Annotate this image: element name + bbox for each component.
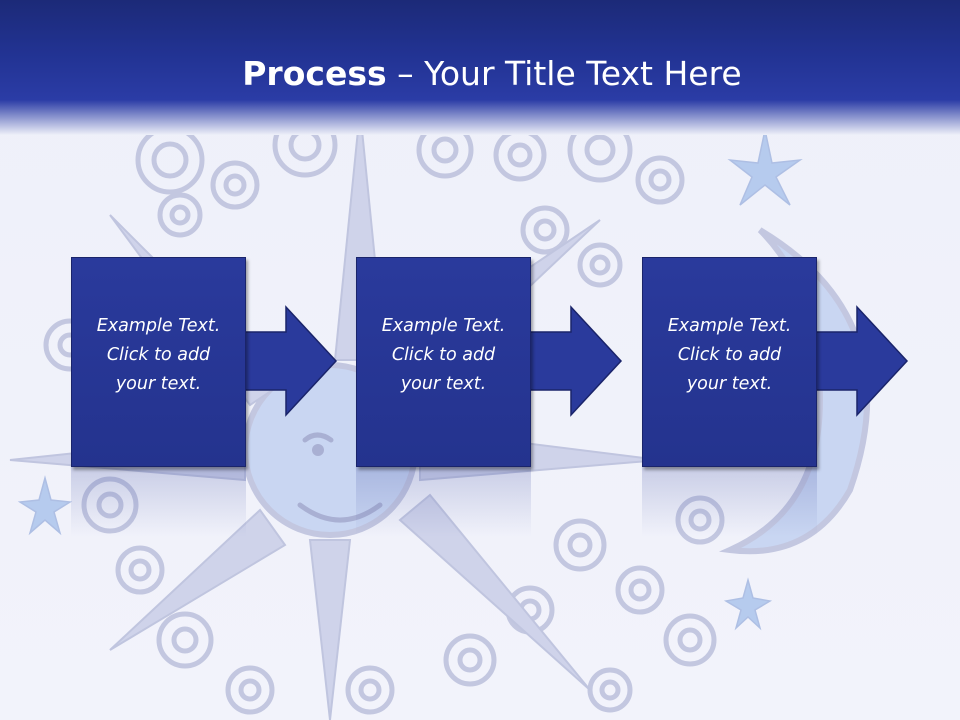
step-2-arrow-icon (528, 305, 623, 417)
step-3-text[interactable]: Example Text. Click to add your text. (667, 316, 792, 394)
step-1-text[interactable]: Example Text. Click to add your text. (96, 316, 221, 394)
step-3-box[interactable]: Example Text. Click to add your text. (642, 257, 817, 467)
title-bar: Process – Your Title Text Here (0, 0, 960, 135)
slide-title: Process – Your Title Text Here (0, 54, 960, 94)
step-1-box[interactable]: Example Text. Click to add your text. (71, 257, 246, 467)
star-icon (723, 577, 773, 631)
step-3-reflection (642, 467, 817, 537)
star-icon (17, 475, 73, 536)
step-3-arrow-icon (814, 305, 909, 417)
step-2-text[interactable]: Example Text. Click to add your text. (381, 316, 506, 394)
step-1-arrow-icon (243, 305, 338, 417)
step-2-reflection (356, 467, 531, 537)
step-2-box[interactable]: Example Text. Click to add your text. (356, 257, 531, 467)
star-icon (727, 129, 803, 206)
step-1-reflection (71, 467, 246, 537)
title-bold-word: Process (242, 54, 387, 93)
title-rest: – Your Title Text Here (386, 54, 742, 93)
swirl-icon (43, 112, 725, 715)
